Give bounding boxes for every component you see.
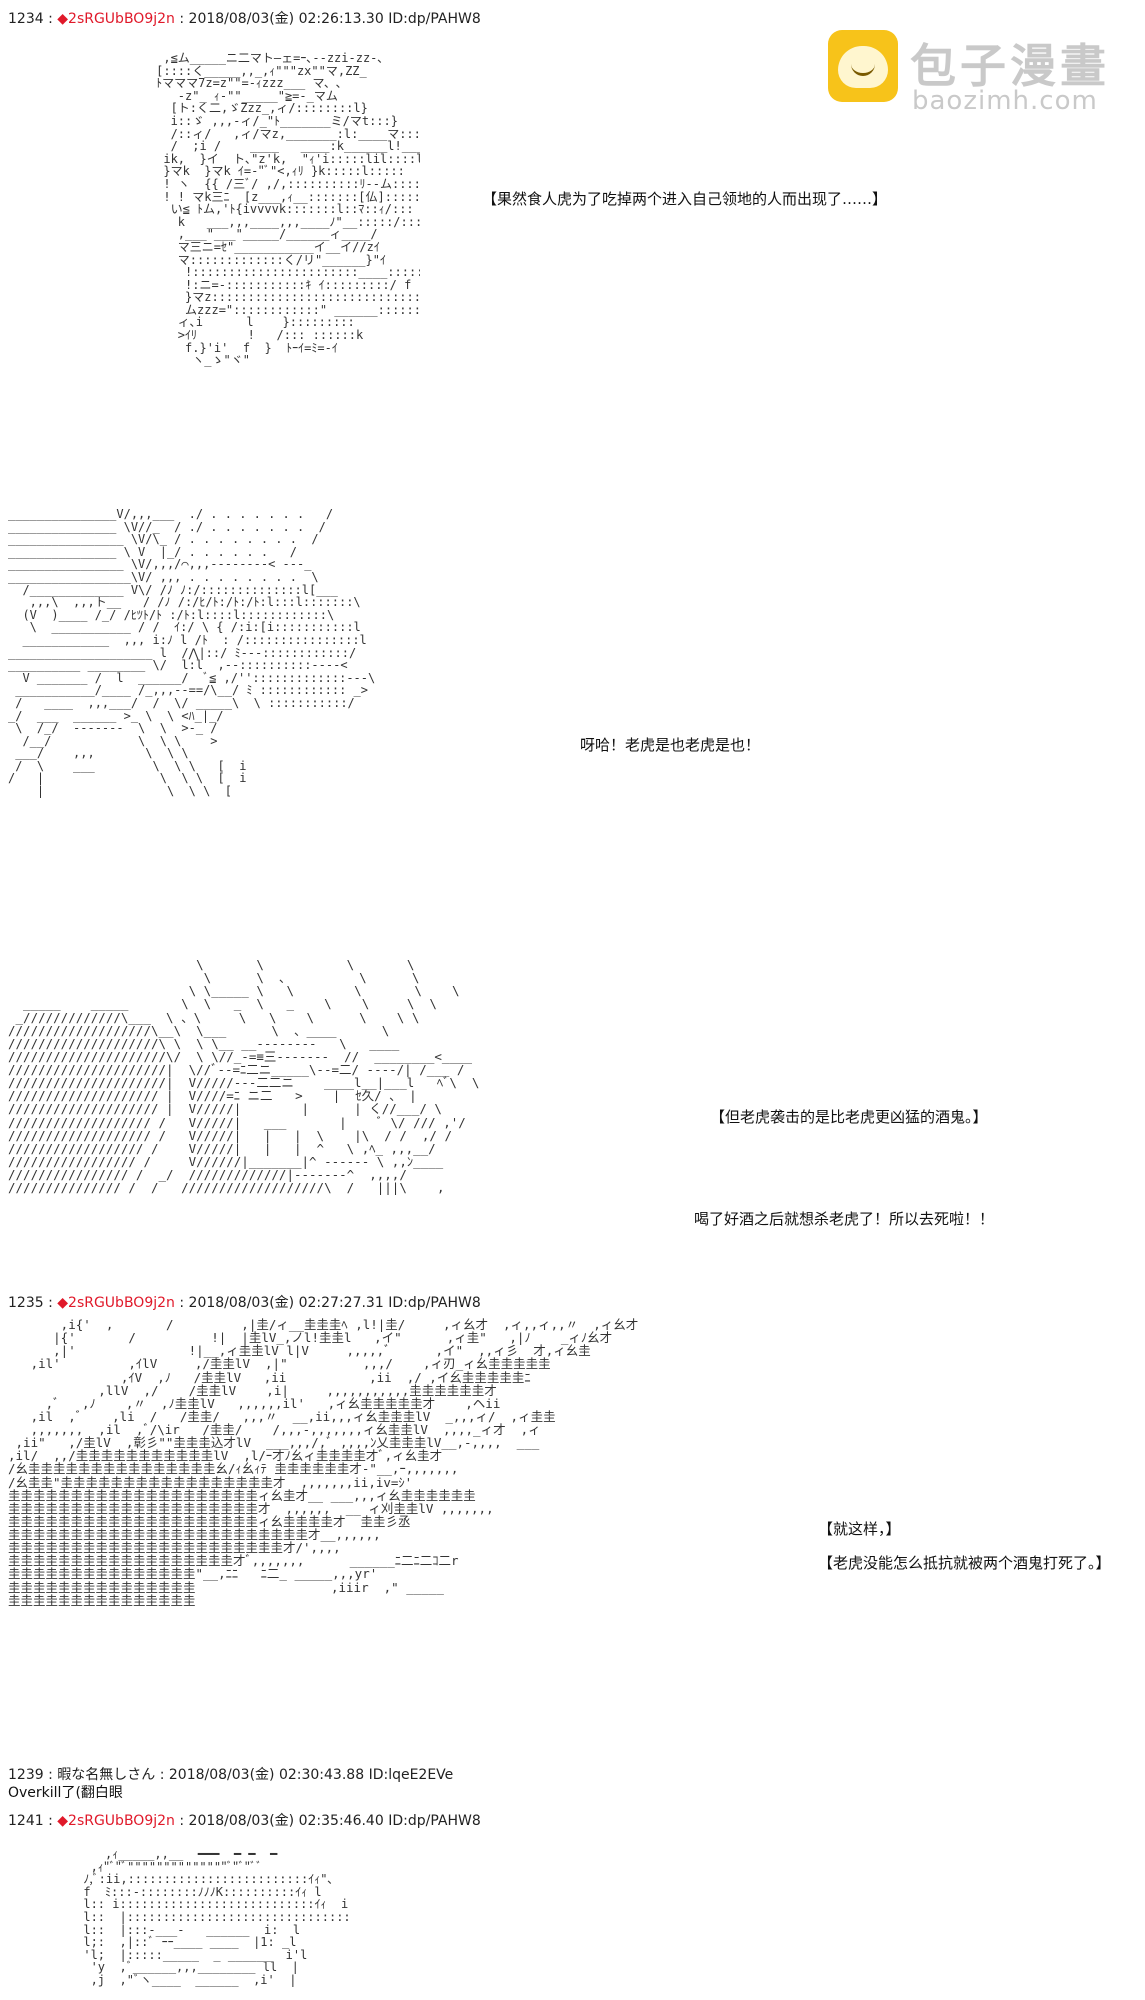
post-separator: : <box>43 1767 58 1783</box>
poster-name: 暇な名無しさん <box>57 1767 156 1783</box>
poster-id[interactable]: ID:dp/PAHW8 <box>388 11 481 27</box>
poster-id[interactable]: ID:lqeE2EVe <box>368 1767 454 1783</box>
beatdown-ascii-art: ,i{' , / ,|圭/ィ__圭圭圭ﾍ ,l!|圭/ ,ィ幺才 ,ィ,,ィ,,… <box>8 1318 639 1608</box>
post-datetime: 2018/08/03(金) 02:26:13.30 <box>188 11 384 27</box>
poster-trip[interactable]: ◆2sRGUbBO9j2n <box>57 11 175 27</box>
tiger-pounce-ascii-art: _______________V/,,,___ ./ . . . . . . .… <box>8 508 376 799</box>
post-separator: : <box>43 1813 58 1829</box>
post-datetime: 2018/08/03(金) 02:35:46.40 <box>188 1813 384 1829</box>
poster-trip[interactable]: ◆2sRGUbBO9j2n <box>57 1813 175 1829</box>
bun-logo-icon <box>828 30 898 102</box>
tiger-dialogue-text: 呀哈！老虎是也老虎是也！ <box>580 736 761 754</box>
poster-id[interactable]: ID:dp/PAHW8 <box>388 1813 481 1829</box>
drunkard-dialogue-text: 喝了好酒之后就想杀老虎了！所以去死啦！！ <box>694 1210 995 1228</box>
post-header: 1235 : ◆2sRGUbBO9j2n : 2018/08/03(金) 02:… <box>8 1292 481 1312</box>
post-number: 1235 <box>8 1295 44 1311</box>
post-body: Overkill了(翻白眼 <box>8 1785 123 1801</box>
post-header: 1239 : 暇な名無しさん : 2018/08/03(金) 02:30:43.… <box>8 1764 453 1784</box>
poster-trip[interactable]: ◆2sRGUbBO9j2n <box>57 1295 175 1311</box>
post-datetime: 2018/08/03(金) 02:27:27.31 <box>188 1295 384 1311</box>
face-ascii-art: ,ｨ_____,,__ ━━━ ━ ━ ━ ,ｨ"ﾞ"ﾞ""""""""""""… <box>83 1848 351 1987</box>
post-datetime: 2018/08/03(金) 02:30:43.88 <box>168 1767 365 1783</box>
clash-ascii-art: \ \ \ \ \ \ 、 \ \ \ \_____ \ \ \ \ \ ___… <box>8 958 480 1196</box>
narration-text: 【果然食人虎为了吃掉两个进入自己领地的人而出现了……】 <box>482 190 888 208</box>
watermark-title: 包子漫畫 <box>910 39 1110 93</box>
post-separator: : <box>43 11 58 27</box>
narration-text: 【但老虎袭击的是比老虎更凶猛的酒鬼。】 <box>710 1108 988 1126</box>
post-number: 1234 <box>8 11 44 27</box>
narration-text: 【就这样，】 <box>818 1520 901 1538</box>
post-separator: : <box>174 11 189 27</box>
post-header: 1234 : ◆2sRGUbBO9j2n : 2018/08/03(金) 02:… <box>8 8 481 28</box>
watermark: 包子漫畫 baozimh.com <box>828 30 1128 120</box>
poster-id[interactable]: ID:dp/PAHW8 <box>388 1295 481 1311</box>
post-separator: : <box>155 1767 169 1783</box>
post-number: 1239 <box>8 1767 44 1783</box>
post-separator: : <box>174 1295 189 1311</box>
narration-text: 【老虎没能怎么抵抗就被两个酒鬼打死了。】 <box>818 1554 1111 1572</box>
tiger-ascii-art: ,≦ム_____ニ二マト―ェ=ｰ､--zzi-zz-､ [::::く_____,… <box>156 52 420 368</box>
watermark-subtitle: baozimh.com <box>912 86 1098 116</box>
post-header: 1241 : ◆2sRGUbBO9j2n : 2018/08/03(金) 02:… <box>8 1810 481 1830</box>
post-separator: : <box>174 1813 189 1829</box>
post-separator: : <box>43 1295 58 1311</box>
post-number: 1241 <box>8 1813 44 1829</box>
